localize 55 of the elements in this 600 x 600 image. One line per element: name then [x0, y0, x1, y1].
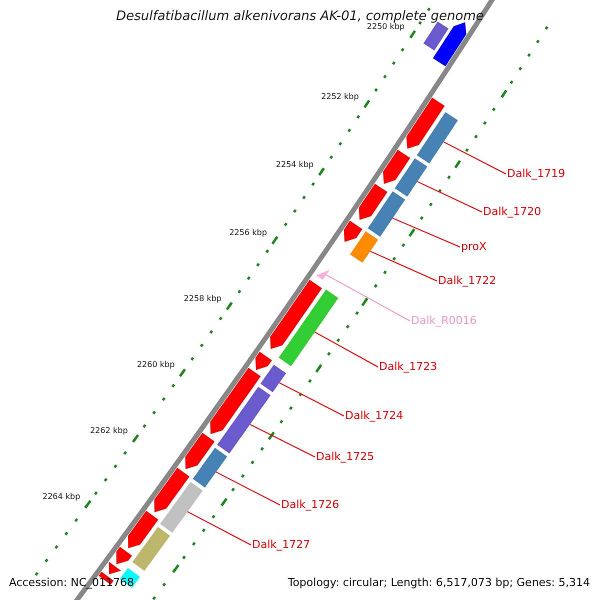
gene-segment [316, 270, 330, 280]
gene-label: Dalk_1719 [507, 167, 566, 181]
leader-line [216, 472, 280, 506]
tick-label: 2264 kbp [42, 490, 80, 503]
tick-label: 2256 kbp [229, 227, 267, 240]
gene-label: Dalk_R0016 [411, 314, 477, 328]
leader-line [392, 218, 460, 248]
gene-label: Dalk_1720 [483, 205, 542, 219]
leader-line [443, 141, 506, 174]
gene-label: proX [461, 240, 487, 254]
gene-segment [383, 150, 410, 184]
gene-segment [423, 22, 449, 50]
leader-line [278, 382, 344, 416]
leader-line [187, 511, 252, 546]
gene-segment [128, 510, 158, 548]
tick-label: 2258 kbp [184, 292, 222, 305]
tick-label: 2254 kbp [276, 158, 314, 171]
gene-segment [192, 448, 228, 488]
leader-line [250, 424, 316, 458]
gene-label: Dalk_1727 [252, 538, 310, 552]
leader-line [326, 274, 410, 322]
gene-segment [185, 432, 215, 470]
gene-segment [394, 158, 428, 197]
gene-segment [255, 352, 272, 370]
genome-stats-text: Topology: circular; Length: 6,517,073 bp; Genes: 5,314 [288, 576, 590, 590]
gene-segment [416, 112, 458, 164]
gene-label: Dalk_1723 [379, 360, 438, 374]
tick-label: 2250 kbp [366, 22, 405, 34]
leader-line [314, 332, 378, 368]
gene-label: Dalk_1726 [281, 498, 340, 512]
gene-segment [210, 368, 261, 434]
gene-segment [217, 386, 271, 454]
gene-segment [350, 231, 378, 263]
gene-segment [278, 290, 338, 366]
tick-label: 2262 kbp [90, 425, 128, 438]
gene-label: Dalk_1725 [316, 450, 374, 464]
gene-segment [406, 98, 445, 149]
gene-segment [368, 191, 406, 237]
gene-segment [108, 562, 121, 574]
title: Desulfatibacillum alkenivorans AK-01, complete genome [115, 10, 485, 24]
gene-label: Dalk_1722 [438, 274, 496, 288]
gene-segment [260, 364, 286, 392]
tick-label: 2252 kbp [321, 90, 359, 103]
gene-segment [270, 280, 322, 349]
gene-segment [160, 482, 203, 533]
gene-segment [344, 220, 362, 242]
gene-segment [154, 468, 190, 512]
gene-label: Dalk_1724 [345, 409, 404, 423]
gene-segment [116, 546, 132, 564]
leader-line [416, 181, 482, 212]
gene-segment [432, 22, 466, 66]
gene-segment [132, 526, 170, 571]
tick-label: 2260 kbp [136, 359, 175, 372]
gene-segment [358, 184, 388, 220]
leader-line [370, 250, 438, 282]
